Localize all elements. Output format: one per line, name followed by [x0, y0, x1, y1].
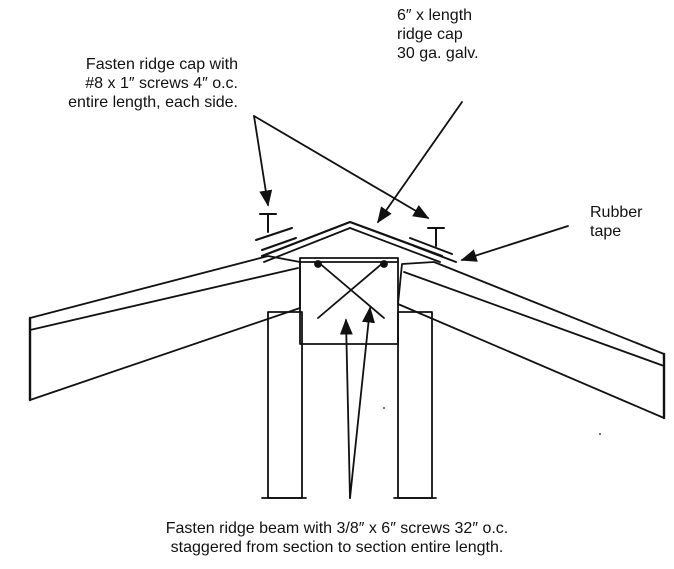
leader-ridge-cap	[377, 101, 463, 224]
leader-beam-screw-right	[349, 306, 375, 499]
left-panel-inner-line	[29, 267, 299, 331]
leader-beam-screw-left	[339, 318, 353, 499]
leader-rubber-tape	[460, 225, 569, 262]
ridge-screw-cross-2	[317, 261, 385, 319]
label-fasten-ridge-cap: Fasten ridge cap with #8 x 1″ screws 4″ …	[68, 56, 238, 111]
ridge-cap	[260, 220, 444, 258]
rubber-tape-right	[409, 237, 453, 255]
left-post	[267, 311, 303, 499]
leader-cap-screw-right	[253, 115, 430, 219]
label-fasten-ridge-beam: Fasten ridge beam with 3/8″ x 6″ screws …	[165, 520, 509, 556]
ridge-beam	[299, 257, 399, 345]
rubber-tape-left	[255, 227, 293, 241]
right-roof-panel	[397, 261, 665, 419]
leader-cap-screw-left	[253, 115, 273, 207]
label-rubber-tape: Rubber tape	[590, 204, 643, 240]
label-ridge-cap: 6″ x length ridge cap 30 ga. galv.	[397, 7, 479, 62]
right-post	[397, 311, 433, 499]
right-panel-inner-line	[403, 271, 665, 367]
